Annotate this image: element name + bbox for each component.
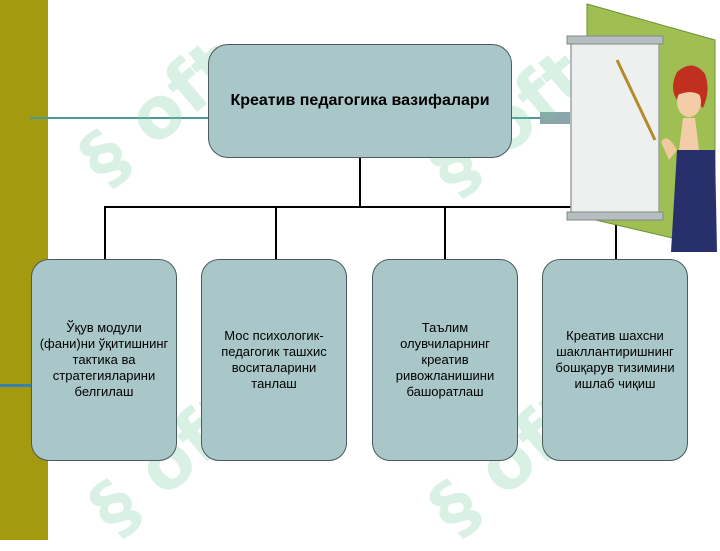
- task-label: Мос психологик-педагогик ташхис воситала…: [221, 328, 327, 391]
- task-label: Таълим олувчиларнинг креатив ривожланиши…: [395, 320, 495, 399]
- header-rule-block: [540, 112, 570, 124]
- connector-drop-1: [104, 206, 106, 259]
- connector-bus: [104, 206, 616, 208]
- connector-trunk: [359, 158, 361, 208]
- task-label: Ўқув модули (фани)ни ўқитишнинг тактика …: [39, 320, 169, 399]
- connector-drop-4: [615, 206, 617, 259]
- task-box-2: Мос психологик-педагогик ташхис воситала…: [201, 259, 347, 461]
- connector-drop-3: [444, 206, 446, 259]
- task-box-3: Таълим олувчиларнинг креатив ривожланиши…: [372, 259, 518, 461]
- diagram-title-box: Креатив педагогика вазифалари: [208, 44, 512, 158]
- diagram-title: Креатив педагогика вазифалари: [230, 92, 490, 109]
- teacher-pointing-at-board-icon: [565, 0, 720, 260]
- task-label: Креатив шахсни шакллантиришнинг бошқарув…: [555, 328, 675, 391]
- left-bar-accent-line: [0, 384, 48, 387]
- connector-drop-2: [275, 206, 277, 259]
- task-box-4: Креатив шахсни шакллантиришнинг бошқарув…: [542, 259, 688, 461]
- task-box-1: Ўқув модули (фани)ни ўқитишнинг тактика …: [31, 259, 177, 461]
